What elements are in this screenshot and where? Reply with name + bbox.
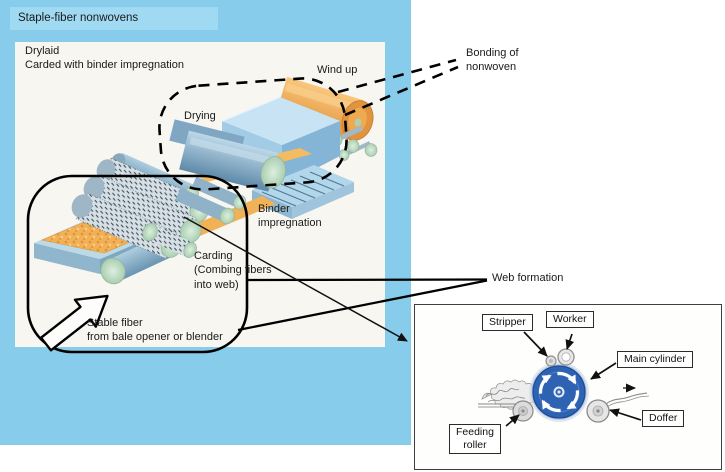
inset-label-stripper: Stripper [482,314,533,332]
page-title: Staple-fiber nonwovens [18,12,139,24]
label-drying: Drying [184,110,216,122]
inset-label-main-cylinder: Main cylinder [617,351,693,369]
callout-web-formation: Web formation [492,272,564,284]
label-wind-up: Wind up [317,64,358,76]
inset-label-worker: Worker [546,311,594,329]
inset-label-doffer: Doffer [642,410,685,428]
callout-bonding: Bonding of nonwoven [466,47,519,74]
label-stable-fiber: Stable fiber from bale opener or blender [87,317,223,344]
panel-subtitle: Drylaid Carded with binder impregnation [25,45,184,72]
title-bar [10,7,218,30]
label-carding: Carding (Combing fibers into web) [194,250,272,291]
inset-label-feeding-roller: Feeding roller [449,424,501,455]
drylaid-panel [15,42,385,347]
label-binder-impregnation: Binder impregnation [258,203,322,230]
